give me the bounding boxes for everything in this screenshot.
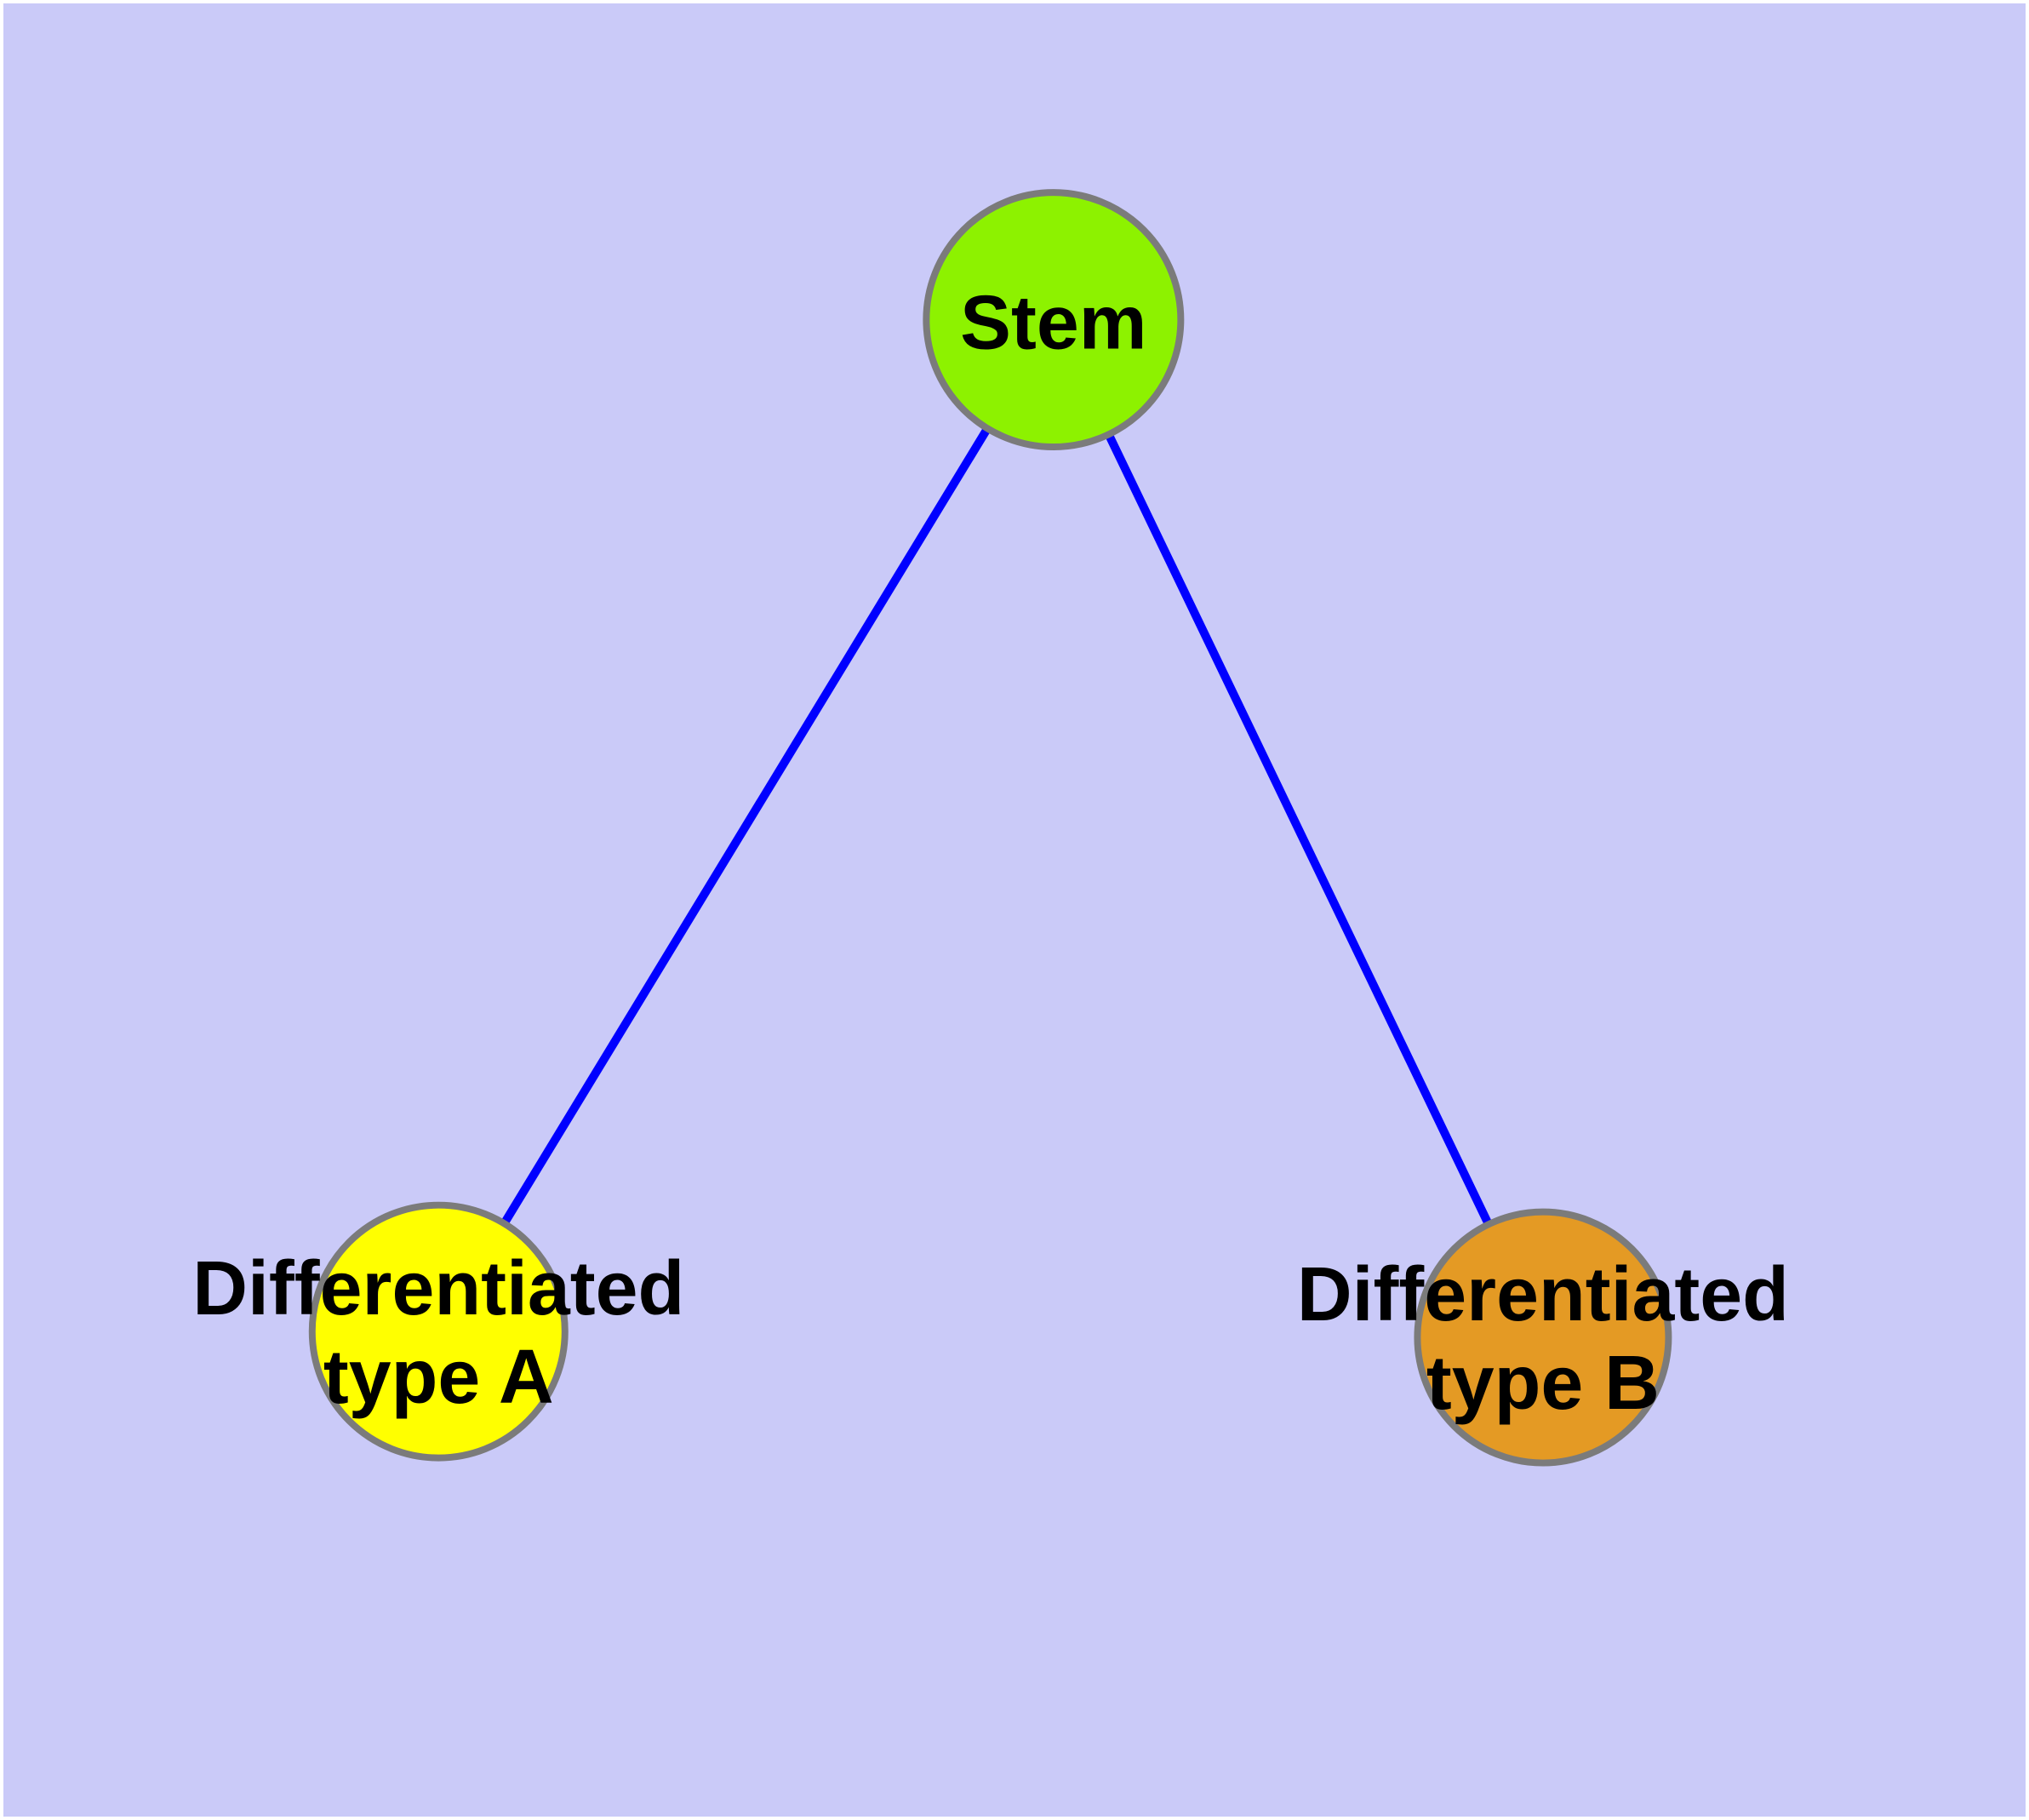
node-differentiated-type-a[interactable] bbox=[308, 1201, 569, 1462]
node-stem-label: Stem bbox=[960, 280, 1146, 365]
node-type-b-label-line2: type B bbox=[1426, 1341, 1660, 1426]
edge-stem-to-type-a bbox=[435, 318, 1058, 1334]
node-type-b-label-line1: Differentiated bbox=[1297, 1252, 1789, 1337]
node-type-a-label-line1: Differentiated bbox=[192, 1246, 684, 1331]
node-type-a-label-line2: type A bbox=[323, 1335, 554, 1420]
node-stem[interactable] bbox=[923, 189, 1185, 451]
node-differentiated-type-b[interactable] bbox=[1414, 1208, 1672, 1467]
edge-stem-to-type-b bbox=[1049, 318, 1547, 1340]
graph-diagram: Stem Differentiated type A Differentiate… bbox=[3, 3, 2026, 1817]
